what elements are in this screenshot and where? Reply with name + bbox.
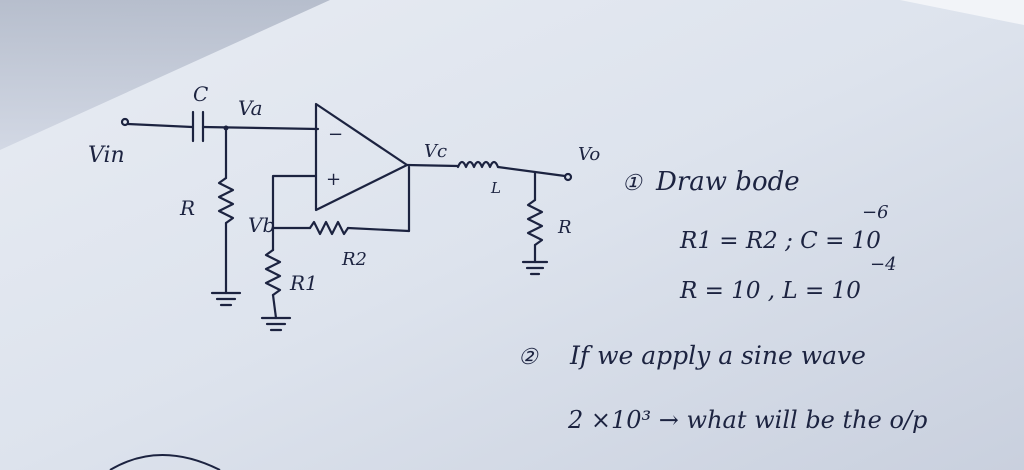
paper-fold-shadow <box>0 0 330 150</box>
output-terminal <box>563 172 573 182</box>
paper-corner <box>900 0 1024 25</box>
label-r2: R2 <box>341 249 367 270</box>
input-terminal <box>120 117 130 127</box>
label-inductor: L <box>490 179 501 197</box>
label-vin: Vin <box>88 143 125 168</box>
line2-exponent: −6 <box>862 202 889 223</box>
line3-exponent: −4 <box>870 254 897 275</box>
ground-symbol-3 <box>521 260 549 276</box>
line2-text: R1 = R2 ; C = 10 <box>679 228 881 254</box>
label-vc: Vc <box>424 141 447 162</box>
line3-text: R = 10 , L = 10 <box>679 278 861 304</box>
resistor-r2 <box>308 220 350 236</box>
task2-line2: 2 ×10³ → what will be the o/p <box>567 406 927 434</box>
label-r1: R1 <box>289 271 318 295</box>
task1-text: Draw bode <box>655 167 800 197</box>
handwritten-notes: ① Draw bode R1 = R2 ; C = 10 −6 R = 10 ,… <box>518 167 927 434</box>
wire-to-inverting-input <box>201 125 320 131</box>
paper-bottom-scribble <box>109 454 221 470</box>
task2-text: If we apply a sine wave <box>569 341 866 370</box>
label-vb: Vb <box>248 213 275 237</box>
resistor-r1 <box>264 248 282 297</box>
label-vo: Vo <box>578 144 600 165</box>
label-va: Va <box>238 96 263 120</box>
input-wire <box>126 122 194 129</box>
ground-symbol-2 <box>260 316 292 332</box>
label-r-ground: R <box>179 196 195 220</box>
task1-number: ① <box>622 171 643 196</box>
opamp-triangle <box>314 102 409 212</box>
ground-symbol-1 <box>210 291 242 307</box>
circuit-diagram: Vin C Va Vb Vc Vo R R1 R2 L R − + <box>88 82 600 332</box>
inductor-symbol <box>456 160 500 169</box>
opamp-minus-sign: − <box>328 124 343 145</box>
task2-number: ② <box>518 345 539 370</box>
wire-r2-to-output <box>346 226 411 233</box>
resistor-r-ground <box>217 176 235 225</box>
label-r-load: R <box>557 217 572 238</box>
wire-noninverting-input <box>271 174 318 230</box>
wire-inductor-to-output <box>496 165 567 178</box>
opamp-plus-sign: + <box>326 169 341 190</box>
resistor-load <box>526 198 544 247</box>
label-capacitor: C <box>193 82 208 106</box>
wire-opamp-output <box>405 163 460 168</box>
wire-r1-to-ground <box>271 293 278 320</box>
